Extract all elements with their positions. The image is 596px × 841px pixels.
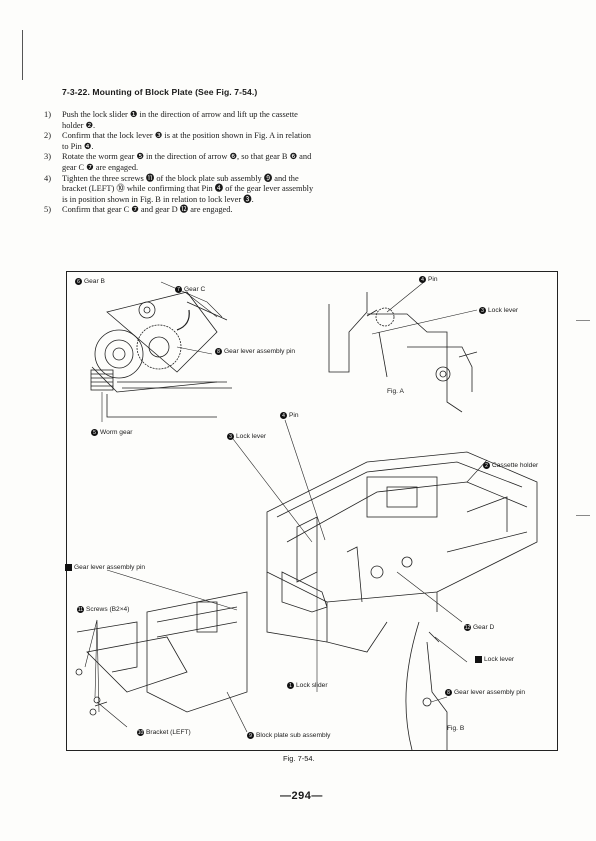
callout-marker-square	[65, 564, 72, 571]
callout-marker: 6	[75, 278, 82, 285]
edge-tick	[576, 320, 590, 321]
callout-marker-square	[475, 656, 482, 663]
callout-marker: 3	[227, 433, 234, 440]
label-gear-lever-pin-left: Gear lever assembly pin	[65, 564, 145, 571]
callout-marker: 9	[247, 732, 254, 739]
callout-marker: 10	[137, 729, 144, 736]
callout-marker: 11	[77, 606, 84, 613]
step-item: 2)Confirm that the lock lever ❸ is at th…	[44, 131, 311, 151]
step-item: 4)Tighten the three screws ⓫ of the bloc…	[44, 173, 314, 204]
page-number: —294—	[280, 790, 323, 802]
callout-marker: 4	[280, 412, 287, 419]
procedure-steps: 1)Push the lock slider ❶ in the directio…	[44, 110, 314, 216]
step-item: 5)Confirm that gear C ❼ and gear D ⓬ are…	[44, 205, 233, 215]
label-fig-a: Fig. A	[387, 388, 404, 395]
callout-marker: 2	[483, 462, 490, 469]
callout-marker: 7	[175, 286, 182, 293]
callout-marker: 5	[91, 429, 98, 436]
margin-rule	[22, 30, 23, 80]
section-heading: 7-3-22. Mounting of Block Plate (See Fig…	[62, 87, 258, 97]
callout-marker: 1	[287, 682, 294, 689]
label-lock-lever-fig-b: Lock lever	[475, 656, 514, 663]
step-item: 3)Rotate the worm gear ❺ in the directio…	[44, 152, 312, 172]
callout-marker: 4	[419, 276, 426, 283]
mechanism-illustration	[75, 281, 538, 750]
callout-marker: 8	[445, 689, 452, 696]
callout-marker: 3	[479, 307, 486, 314]
step-item: 1)Push the lock slider ❶ in the directio…	[44, 110, 298, 130]
figure-caption: Fig. 7-54.	[283, 754, 315, 763]
label-fig-b: Fig. B	[447, 725, 465, 732]
callout-marker: 12	[464, 624, 471, 631]
callout-marker: 8	[215, 348, 222, 355]
edge-tick	[576, 515, 590, 516]
